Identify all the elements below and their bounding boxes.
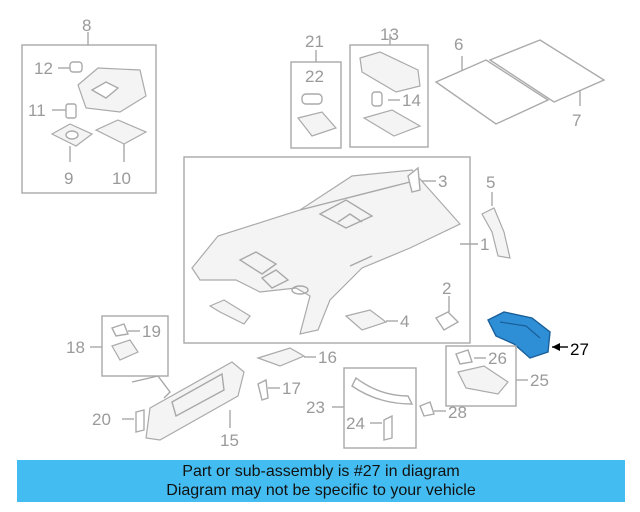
callout-10: 10 <box>112 169 131 188</box>
part-group-1-headliner: 3 5 1 2 4 <box>183 156 511 344</box>
callout-12: 12 <box>34 59 53 78</box>
part-group-18: 19 18 <box>66 315 169 377</box>
callout-25: 25 <box>530 371 549 390</box>
callout-26: 26 <box>488 349 507 368</box>
callout-16: 16 <box>318 348 337 367</box>
callout-19: 19 <box>142 322 161 341</box>
callout-6: 6 <box>454 35 463 54</box>
callout-28: 28 <box>448 403 467 422</box>
parts-diagram: 8 12 11 9 10 21 22 13 14 6 7 <box>21 16 606 450</box>
callout-5: 5 <box>486 173 495 192</box>
callout-2: 2 <box>442 279 451 298</box>
callout-9: 9 <box>64 169 73 188</box>
part-group-21: 21 22 <box>290 32 342 149</box>
info-banner: Part or sub-assembly is #27 in diagram D… <box>17 460 625 502</box>
banner-line-1: Part or sub-assembly is #27 in diagram <box>182 463 460 480</box>
callout-23: 23 <box>306 398 325 417</box>
callout-15: 15 <box>220 431 239 450</box>
callout-17: 17 <box>282 379 301 398</box>
part-group-8: 8 12 11 9 10 <box>21 16 157 194</box>
callout-3: 3 <box>438 172 447 191</box>
callout-11: 11 <box>28 101 46 120</box>
part-group-13: 13 14 <box>349 25 429 148</box>
part-group-23: 23 24 <box>306 367 417 449</box>
callout-7: 7 <box>572 111 581 130</box>
part-group-25: 26 25 28 <box>419 345 549 422</box>
callout-21: 21 <box>305 32 324 51</box>
callout-8: 8 <box>82 16 91 35</box>
part-group-15-visor: 16 17 20 15 <box>92 347 337 450</box>
callout-18: 18 <box>66 338 85 357</box>
part-27-highlighted: 27 <box>487 311 589 359</box>
callout-27: 27 <box>570 340 589 359</box>
callout-24: 24 <box>346 414 365 433</box>
part-group-6-7: 6 7 <box>434 35 606 130</box>
callout-1: 1 <box>480 235 489 254</box>
banner-line-2: Diagram may not be specific to your vehi… <box>166 482 476 499</box>
callout-14: 14 <box>402 91 421 110</box>
callout-4: 4 <box>400 312 409 331</box>
callout-13: 13 <box>380 25 399 44</box>
callout-22: 22 <box>305 67 324 86</box>
part-27-shape <box>487 311 551 359</box>
callout-20: 20 <box>92 410 111 429</box>
